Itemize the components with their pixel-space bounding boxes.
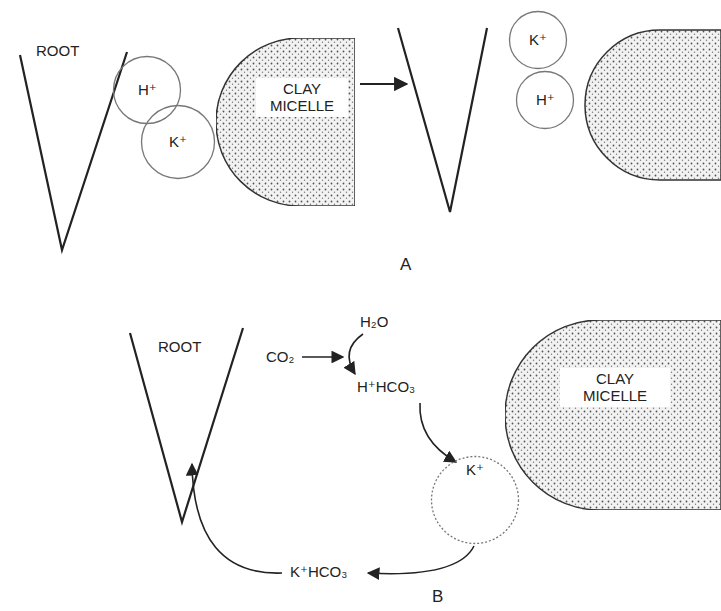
ion-circle: K⁺ bbox=[430, 455, 520, 545]
micelle-label: CLAY MICELLE bbox=[560, 368, 670, 407]
text-label: H⁺HCO₃ bbox=[357, 378, 415, 395]
flow-arrow bbox=[302, 356, 343, 358]
clay-micelle: CLAY MICELLE bbox=[505, 320, 721, 510]
root-outline bbox=[20, 52, 127, 250]
ion-label: H⁺ bbox=[138, 81, 157, 98]
exchange-arrow bbox=[360, 83, 407, 85]
micelle-outline bbox=[505, 320, 721, 510]
ion-circle: K⁺ bbox=[140, 104, 216, 180]
text-label: CO₂ bbox=[266, 348, 294, 365]
flow-arrow bbox=[420, 403, 456, 462]
text-label: ROOT bbox=[158, 338, 201, 355]
ion-circle: K⁺ bbox=[508, 10, 568, 70]
clay-micelle: CLAY MICELLE bbox=[216, 38, 355, 206]
micelle-label: CLAY MICELLE bbox=[256, 78, 348, 117]
panel-label: A bbox=[400, 255, 411, 275]
ion-label: H⁺ bbox=[536, 91, 555, 108]
ion-label: K⁺ bbox=[169, 133, 187, 150]
ion-circle: H⁺ bbox=[515, 70, 575, 130]
text-label: K⁺HCO₃ bbox=[290, 563, 347, 580]
ion-circle: H⁺ bbox=[112, 55, 182, 125]
uptake-arrow bbox=[192, 464, 282, 573]
text-label: H₂O bbox=[360, 313, 388, 330]
root-outline bbox=[398, 28, 487, 212]
root-outline bbox=[130, 328, 243, 522]
flow-arrow bbox=[349, 334, 363, 374]
ion-label: K⁺ bbox=[466, 461, 484, 478]
micelle-outline bbox=[216, 38, 355, 206]
text-label: ROOT bbox=[36, 42, 79, 59]
panel-label: B bbox=[432, 587, 443, 607]
flow-arrow bbox=[368, 546, 474, 574]
ion-label: K⁺ bbox=[529, 31, 547, 48]
clay-micelle bbox=[585, 30, 721, 180]
